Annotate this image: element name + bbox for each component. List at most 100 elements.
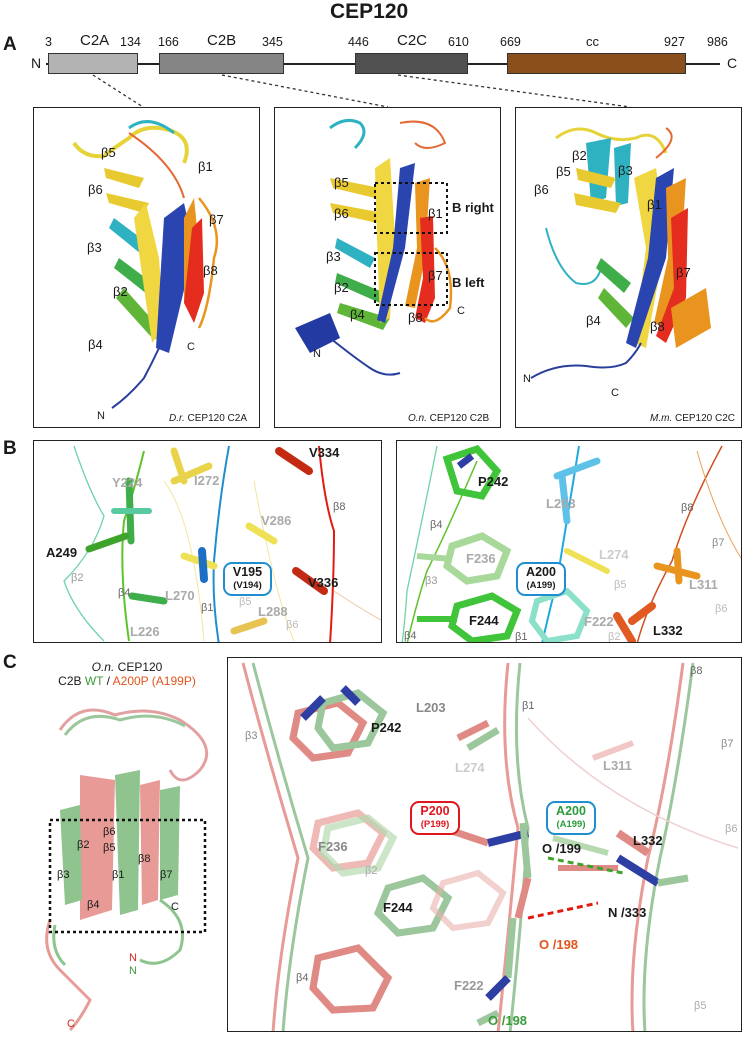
structure-c2b-box: β5 β6 β1 β3 β7 β2 β4 β8 N C B right B le… bbox=[274, 107, 501, 428]
c-ov-terminus-n-wt: N bbox=[129, 965, 137, 977]
b-right-res-l311: L311 bbox=[689, 577, 718, 592]
c-ov-strand-b1: β1 bbox=[112, 869, 125, 881]
c2b-strand-7: β4 bbox=[350, 307, 365, 322]
c-ov-strand-b8: β8 bbox=[138, 853, 151, 865]
c-zoom-strand-b4: β4 bbox=[296, 972, 309, 984]
c2a-ribbon-cartoon bbox=[72, 120, 219, 409]
c2c-strand-3: β5 bbox=[556, 164, 571, 179]
b-left-res-i272: I272 bbox=[194, 473, 220, 488]
pos-3: 3 bbox=[45, 35, 52, 49]
c2b-strand-8: β8 bbox=[408, 310, 423, 325]
domain-c2c bbox=[355, 53, 468, 74]
c-zoom-o198-wt: O /198 bbox=[488, 1013, 528, 1028]
b-right-res-f236: F236 bbox=[466, 551, 496, 566]
c2a-strand-1: β5 bbox=[101, 145, 116, 160]
b-left-res-v286: V286 bbox=[261, 513, 292, 528]
c-zoom-pill-p200: P200(P199) bbox=[410, 801, 460, 835]
c-zoom-strand-b2: β2 bbox=[365, 865, 378, 877]
c-zoom-strand-b7: β7 bbox=[721, 738, 734, 750]
b-right-strand-b8: β8 bbox=[681, 502, 694, 514]
c-legend-line1: O.n. CEP120 bbox=[91, 660, 163, 674]
b-left-res-v334: V334 bbox=[309, 445, 340, 460]
structure-c2a-box: β5 β6 β1 β7 β3 β8 β2 β4 C N D.r. CEP120 … bbox=[33, 107, 260, 428]
c-zoom-o198-mut: O /198 bbox=[539, 937, 579, 952]
c-overview-cartoon: β6 β2 β5 β3 β1 β8 β7 β4 C N N C bbox=[20, 690, 220, 1035]
c-zoom-res-f222: F222 bbox=[454, 978, 484, 993]
b-right-strand-b7: β7 bbox=[712, 537, 725, 549]
domain-label-c2c: C2C bbox=[397, 32, 428, 49]
c-overview-svg bbox=[45, 708, 209, 1032]
c2a-strand-3: β1 bbox=[198, 159, 213, 174]
pos-166: 166 bbox=[158, 35, 179, 49]
pos-134: 134 bbox=[120, 35, 141, 49]
b-right-strand-b6: β6 bbox=[715, 603, 728, 615]
c-zoom-strand-b1: β1 bbox=[522, 700, 535, 712]
b-right-strand-b2: β2 bbox=[608, 631, 621, 643]
c2a-terminus-c: C bbox=[187, 341, 195, 353]
domain-label-cc: cc bbox=[586, 34, 599, 49]
n-terminus: N bbox=[31, 55, 42, 71]
b-left-res-l226: L226 bbox=[130, 624, 160, 639]
b-left-pill-v195: V195(V194) bbox=[223, 562, 272, 596]
c2b-caption: O.n. CEP120 C2B bbox=[408, 413, 490, 424]
c2b-box-label-right: B right bbox=[452, 200, 494, 215]
b-left-strand-b1: β1 bbox=[201, 602, 214, 614]
b-left-res-l270: L270 bbox=[165, 588, 195, 603]
c2c-strand-1: β2 bbox=[572, 148, 587, 163]
c-zoom-res-p242: P242 bbox=[371, 720, 402, 735]
c-legend-line2: C2B WT / A200P (A199P) bbox=[58, 674, 196, 688]
c2b-terminus-n: N bbox=[313, 348, 321, 360]
c-ov-strand-b7: β7 bbox=[160, 869, 173, 881]
c2a-strand-7: β2 bbox=[113, 284, 128, 299]
c-zoom-strand-b5: β5 bbox=[694, 1000, 707, 1012]
domain-label-c2b: C2B bbox=[207, 32, 237, 49]
c2b-terminus-c: C bbox=[457, 305, 465, 317]
c2b-ribbon-cartoon bbox=[295, 118, 453, 376]
domain-c2a bbox=[48, 53, 138, 74]
c2c-strand-7: β4 bbox=[586, 313, 601, 328]
c-zoom-strand-b6: β6 bbox=[725, 823, 738, 835]
panel-letter-a: A bbox=[3, 34, 17, 55]
zoom-c-box: P242 F236 F244 L332 O /199 N /333 L203 L… bbox=[227, 657, 742, 1032]
c-ov-strand-b2: β2 bbox=[77, 839, 90, 851]
figure-title: CEP120 bbox=[330, 0, 409, 23]
c-zoom-strand-b8: β8 bbox=[690, 665, 703, 677]
c-ov-terminus-n-mut: N bbox=[129, 952, 137, 964]
c2b-strand-6: β2 bbox=[334, 280, 349, 295]
b-left-strand-b4: β4 bbox=[118, 587, 131, 599]
zoom-connector-lines bbox=[92, 74, 631, 108]
panel-letter-c: C bbox=[3, 652, 17, 673]
c-ov-strand-b5: β5 bbox=[103, 842, 116, 854]
c-zoom-sticks bbox=[241, 662, 739, 1031]
pos-345: 345 bbox=[262, 35, 283, 49]
c-zoom-res-n333: N /333 bbox=[608, 905, 647, 920]
c2c-terminus-n: N bbox=[523, 373, 531, 385]
c2b-strand-3: β1 bbox=[428, 206, 443, 221]
c-terminus: C bbox=[727, 55, 738, 71]
c-zoom-res-l203: L203 bbox=[416, 700, 446, 715]
b-right-res-f244: F244 bbox=[469, 613, 499, 628]
structure-c2c-box: β2 β3 β5 β6 β1 β7 β4 β8 N C M.m. CEP120 … bbox=[515, 107, 742, 428]
c2a-strand-8: β4 bbox=[88, 337, 103, 352]
c2a-caption: D.r. CEP120 C2A bbox=[169, 413, 248, 424]
zoom-b-right-box: P242 F244 L332 L203 F236 L274 L311 F222 … bbox=[396, 440, 742, 643]
c2a-strand-2: β6 bbox=[88, 182, 103, 197]
pos-927: 927 bbox=[664, 35, 685, 49]
b-right-strand-b3: β3 bbox=[425, 575, 438, 587]
domain-c2b bbox=[159, 53, 284, 74]
b-left-strand-b5: β5 bbox=[239, 596, 252, 608]
zoom-b-left-box: V334 A249 V336 Y224 I272 V286 L270 L226 … bbox=[33, 440, 382, 643]
c-zoom-res-l274: L274 bbox=[455, 760, 485, 775]
c-ov-strand-b4: β4 bbox=[87, 899, 100, 911]
c-ov-strand-b6: β6 bbox=[103, 826, 116, 838]
b-right-strand-b4a: β4 bbox=[430, 519, 443, 531]
pos-986: 986 bbox=[707, 35, 728, 49]
c-legend: O.n. CEP120 C2B WT / A200P (A199P) bbox=[57, 660, 197, 688]
pos-610: 610 bbox=[448, 35, 469, 49]
c2c-caption: M.m. CEP120 C2C bbox=[650, 413, 736, 424]
c2c-strand-2: β3 bbox=[618, 163, 633, 178]
b-left-res-v336: V336 bbox=[308, 575, 339, 590]
b-left-res-y224: Y224 bbox=[112, 475, 143, 490]
pos-669: 669 bbox=[500, 35, 521, 49]
domain-cc bbox=[507, 53, 686, 74]
